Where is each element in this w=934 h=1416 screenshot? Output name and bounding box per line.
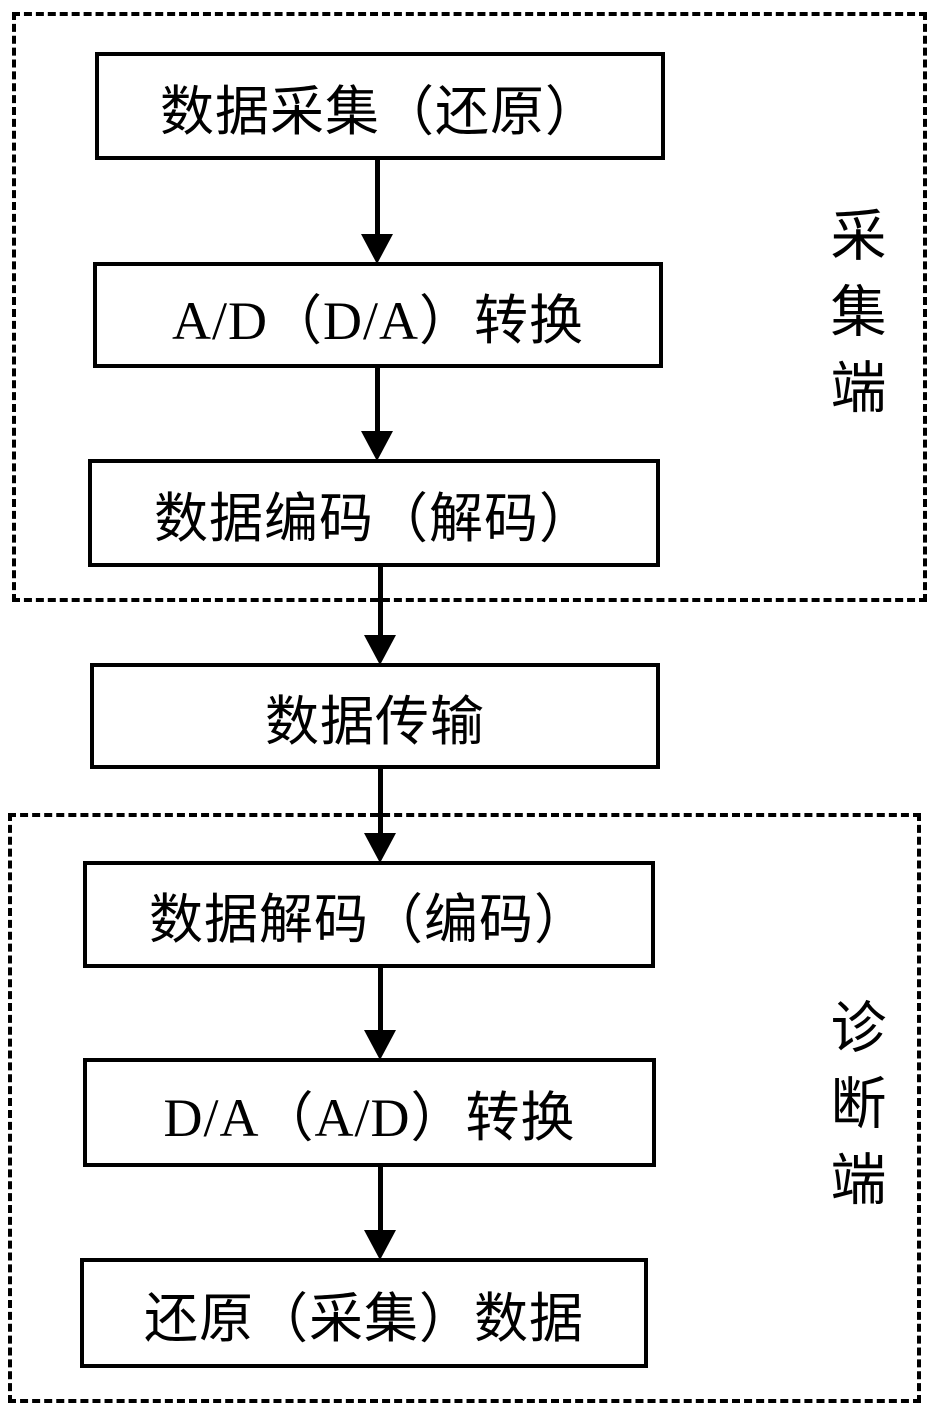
node-da-ad-conversion: D/A（A/D）转换 bbox=[83, 1058, 656, 1167]
arrowhead-down-icon bbox=[364, 1230, 396, 1260]
arrow-shaft bbox=[377, 767, 383, 833]
region-box-diagnosis-end bbox=[8, 813, 921, 1403]
node-data-encoding: 数据编码（解码） bbox=[88, 459, 660, 567]
region-label-collection-end: 采集端 bbox=[822, 206, 884, 434]
arrow-shaft bbox=[377, 966, 383, 1030]
arrow-ad-to-encoding bbox=[361, 366, 393, 461]
arrowhead-down-icon bbox=[364, 1030, 396, 1060]
arrowhead-down-icon bbox=[364, 635, 396, 665]
arrow-shaft bbox=[374, 366, 380, 431]
node-ad-da-conversion: A/D（D/A）转换 bbox=[93, 262, 663, 368]
arrow-encoding-to-transmission bbox=[364, 565, 396, 665]
node-data-transmission: 数据传输 bbox=[90, 663, 660, 769]
arrow-shaft bbox=[377, 1165, 383, 1230]
arrowhead-down-icon bbox=[361, 431, 393, 461]
arrow-transmission-to-decoding bbox=[364, 767, 396, 863]
node-restored-data: 还原（采集）数据 bbox=[80, 1258, 648, 1368]
arrowhead-down-icon bbox=[364, 833, 396, 863]
region-box-collection-end bbox=[12, 12, 927, 602]
arrow-da-to-restored bbox=[364, 1165, 396, 1260]
arrow-shaft bbox=[374, 158, 380, 234]
arrowhead-down-icon bbox=[361, 234, 393, 264]
node-data-decoding: 数据解码（编码） bbox=[83, 861, 655, 968]
arrow-decoding-to-da bbox=[364, 966, 396, 1060]
node-data-collection: 数据采集（还原） bbox=[95, 52, 665, 160]
region-label-diagnosis-end: 诊断端 bbox=[822, 998, 884, 1226]
arrow-collection-to-ad bbox=[361, 158, 393, 264]
arrow-shaft bbox=[377, 565, 383, 635]
